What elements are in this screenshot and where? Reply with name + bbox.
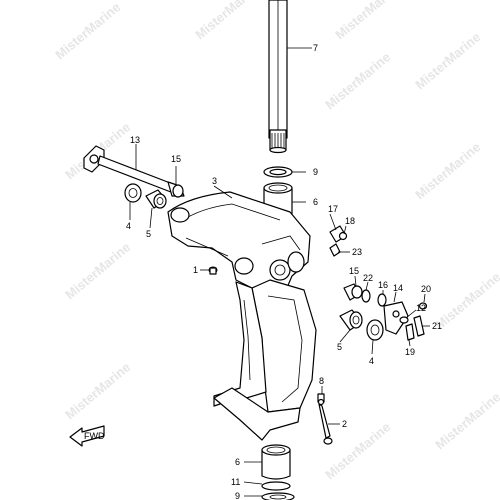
part-washer-4-right [366, 319, 384, 341]
callout-8: 8 [319, 376, 324, 386]
part-bushing-15-left [167, 181, 185, 198]
watermark-text: MisterMarine [192, 0, 263, 42]
part-grease-nipple [208, 266, 218, 275]
callout-4: 4 [369, 356, 374, 366]
callout-11: 11 [231, 477, 240, 487]
part-ring-12 [399, 316, 409, 324]
watermark-text: MisterMarine [62, 359, 133, 422]
callout-9: 9 [313, 167, 318, 177]
part-swivel-bracket [167, 191, 317, 441]
part-washer-lower [261, 492, 295, 500]
callout-15: 15 [171, 154, 181, 164]
watermark-text: MisterMarine [412, 29, 483, 92]
callout-14: 14 [393, 283, 403, 293]
watermark-text: MisterMarine [322, 49, 393, 112]
callout-16: 16 [378, 280, 388, 290]
callout-21: 21 [432, 321, 442, 331]
callout-17: 17 [328, 204, 338, 214]
watermark-text: MisterMarine [412, 139, 483, 202]
callout-12: 12 [416, 303, 426, 313]
callout-6: 6 [235, 457, 240, 467]
watermark-text: MisterMarine [52, 0, 123, 62]
callout-1: 1 [193, 265, 198, 275]
part-bushing-5-right [339, 309, 363, 331]
callout-5: 5 [337, 342, 342, 352]
part-ground-lead-2 [318, 403, 333, 445]
callout-9: 9 [235, 491, 240, 500]
callout-23: 23 [352, 247, 362, 257]
callout-18: 18 [345, 216, 355, 226]
part-bushing-5-left [145, 189, 167, 209]
watermark-text: MisterMarine [322, 419, 393, 482]
watermark-text: MisterMarine [432, 389, 500, 452]
callout-13: 13 [130, 135, 140, 145]
callout-4: 4 [126, 221, 131, 231]
part-ring-11 [261, 481, 291, 491]
watermark-text: MisterMarine [332, 0, 403, 42]
part-clip-19 [405, 323, 415, 341]
part-washer-upper [263, 166, 293, 178]
callout-6: 6 [313, 197, 318, 207]
callout-20: 20 [421, 284, 431, 294]
callout-labels: 7 13 15 9 3 6 4 5 17 18 23 1 15 22 16 14… [126, 43, 442, 500]
part-washer-16 [377, 293, 387, 307]
callout-2: 2 [342, 419, 347, 429]
part-lever-14 [383, 301, 409, 335]
leader-lines [129, 47, 430, 497]
callout-5: 5 [146, 229, 151, 239]
callout-22: 22 [363, 273, 373, 283]
part-washer-4-left [124, 183, 142, 203]
watermark-text: MisterMarine [62, 239, 133, 302]
part-small-hardware-upper [329, 225, 348, 257]
watermark-text: MisterMarine [432, 269, 500, 332]
callout-7: 7 [313, 43, 318, 53]
part-steering-shaft [268, 0, 288, 154]
part-pin-21 [413, 315, 425, 337]
part-bushing-lower [261, 444, 291, 480]
part-bushing-15-right [343, 283, 363, 301]
fwd-label: FWD [84, 431, 105, 441]
callout-19: 19 [405, 347, 415, 357]
part-washer-22 [361, 289, 371, 303]
part-pin-20 [418, 302, 428, 310]
fwd-arrow-icon: FWD [69, 425, 105, 447]
callout-3: 3 [212, 176, 217, 186]
part-bolt-8 [317, 393, 325, 406]
callout-15: 15 [349, 266, 359, 276]
